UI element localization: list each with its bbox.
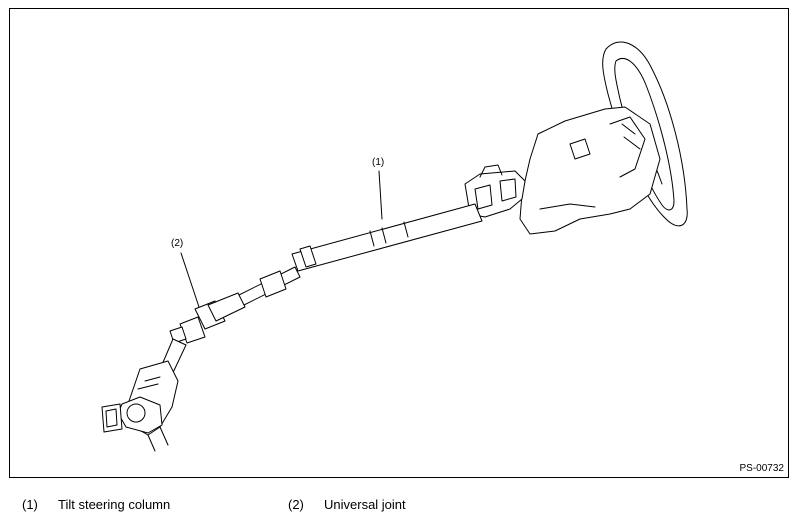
legend-text: Tilt steering column [58,497,171,512]
intermediate-shaft [234,266,301,308]
universal-joint [169,292,246,344]
legend-number: (1) [22,497,38,512]
callout-1: (1) [372,157,385,168]
legend: (1) Tilt steering column (2) Universal joi… [0,497,800,515]
steering-column-illustration [101,41,688,452]
legend-item-universal-joint: (2) Universal joint [288,497,406,512]
figure-id: PS-00732 [739,463,784,474]
leader-line-1 [378,170,383,220]
leader-line-2 [180,252,200,308]
legend-text: Universal joint [324,497,406,512]
tilt-bracket [464,164,526,218]
lower-coupling [101,360,179,452]
legend-number: (2) [288,497,304,512]
figure-frame: (1) (2) PS-00732 [9,8,789,478]
legend-item-tilt-steering-column: (1) Tilt steering column [22,497,170,512]
column-tube [291,203,483,272]
column-cover [519,106,661,235]
callout-2: (2) [171,238,184,249]
